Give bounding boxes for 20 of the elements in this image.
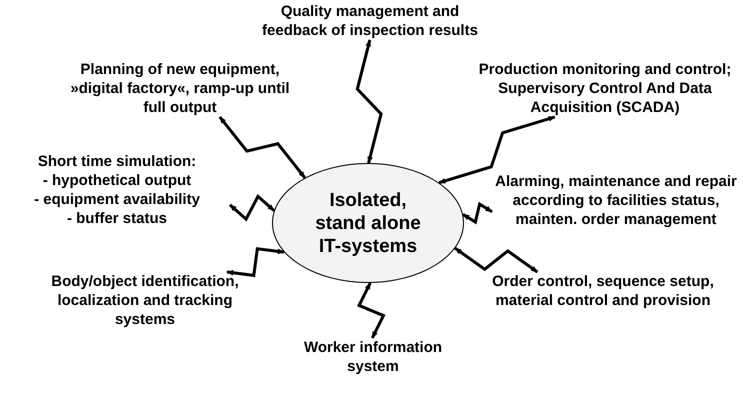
- node-text: Planning of new equipment, »digital factory«, ramp-up until full output: [70, 60, 290, 117]
- lightning-arrow: [462, 202, 493, 224]
- node-text: Body/object identification, localization and tracking systems: [50, 272, 240, 329]
- node-text: Production monitoring and control; Supervisory Control And Data Acquisition (SCADA): [478, 60, 732, 117]
- node-text: Quality management and feedback of inspection results: [261, 2, 479, 40]
- node-text: Short time simulation:: [36, 152, 198, 171]
- lightning-arrow: [218, 116, 306, 179]
- lightning-arrow: [438, 116, 556, 184]
- lightning-arrow: [226, 247, 285, 278]
- node-text: - buffer status: [66, 209, 168, 228]
- node-text: - equipment availability: [33, 190, 201, 209]
- lightning-arrow: [357, 282, 386, 339]
- node-text: Isolated, stand alone IT-systems: [314, 188, 422, 258]
- node-text: Worker information system: [302, 338, 444, 376]
- node-text: - hypothetical output: [42, 171, 192, 190]
- node-text: Alarming, maintenance and repair according to facilities status, mainten. order management: [494, 172, 738, 229]
- node-text: Order control, sequence setup, material control and provision: [491, 272, 715, 310]
- lightning-arrow: [229, 194, 276, 222]
- lightning-arrow: [454, 246, 538, 274]
- lightning-arrow: [356, 39, 383, 164]
